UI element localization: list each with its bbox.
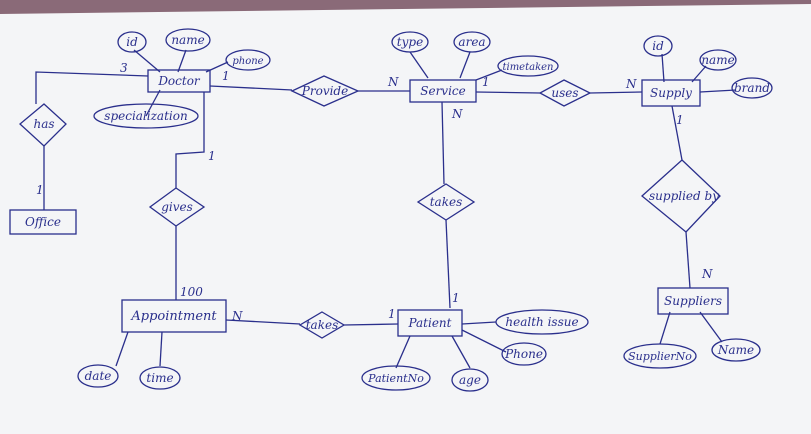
attribute-patient-health-issue: health issue: [495, 309, 589, 335]
attribute-patient-patientno-label: PatientNo: [367, 372, 424, 385]
attribute-doctor-name: name: [165, 28, 211, 52]
attribute-doctor-specialization: specialization: [93, 103, 199, 129]
relationship-supplied-by-label: supplied by: [649, 189, 719, 203]
attribute-patient-phone: Phone: [501, 342, 547, 366]
relationship-provide-label: Provide: [301, 84, 348, 98]
attribute-service-type-label: type: [397, 35, 423, 49]
relationship-gives: gives: [148, 187, 206, 227]
relationship-has-label: has: [33, 117, 54, 131]
entity-office: Office: [9, 209, 77, 235]
attribute-doctor-id-label: id: [126, 35, 138, 49]
attribute-appointment-time: time: [139, 366, 181, 390]
entity-service-label: Service: [420, 84, 466, 98]
attribute-patient-phone-label: Phone: [504, 347, 543, 361]
cardinality-supply-suppliedby: 1: [676, 113, 684, 127]
cardinality-suppliers-suppliedby: N: [701, 267, 713, 281]
cardinality-service-provide: N: [387, 75, 399, 89]
cardinality-service-uses: 1: [482, 75, 490, 89]
attribute-patient-age-label: age: [459, 373, 481, 387]
entity-service: Service: [409, 79, 477, 103]
attribute-doctor-id: id: [117, 31, 147, 53]
entity-office-label: Office: [25, 215, 61, 229]
cardinality-patient-service: 1: [452, 291, 460, 305]
attribute-doctor-phone: phone: [225, 49, 271, 71]
relationship-uses-label: uses: [551, 86, 578, 100]
attribute-doctor-specialization-label: specialization: [104, 109, 187, 123]
attribute-suppliers-name: Name: [711, 338, 761, 362]
attribute-patient-age: age: [451, 368, 489, 392]
cardinality-appointment-takes: N: [231, 309, 243, 323]
attribute-supply-brand-label: brand: [734, 81, 770, 95]
relationship-takes-appointment: takes: [298, 311, 346, 339]
attribute-doctor-phone-label: phone: [232, 56, 263, 67]
relationship-uses: uses: [538, 79, 592, 107]
entity-appointment: Appointment: [121, 299, 227, 333]
attribute-patient-patientno: PatientNo: [361, 365, 431, 391]
attribute-appointment-date: date: [77, 364, 119, 388]
entity-patient: Patient: [397, 309, 463, 337]
attribute-service-type: type: [391, 31, 429, 53]
cardinality-patient-takes: 1: [388, 307, 396, 321]
relationship-has: has: [19, 103, 67, 147]
attribute-service-timetaken-label: timetaken: [502, 62, 553, 73]
cardinality-doctor-gives: 1: [208, 149, 216, 163]
cardinality-office-has: 1: [36, 183, 44, 197]
attribute-supply-name-label: name: [701, 53, 734, 67]
entity-supply-label: Supply: [650, 86, 692, 100]
relationship-provide: Provide: [290, 75, 360, 107]
attribute-supply-brand: brand: [731, 77, 773, 99]
entity-appointment-label: Appointment: [130, 309, 217, 324]
cardinality-markers: 3 1 1 N 1 N N 1 100 1 N N 1 1: [36, 61, 713, 323]
relationship-takes-service-label: takes: [430, 195, 463, 209]
entity-patient-label: Patient: [407, 316, 451, 330]
cardinality-supply-uses: N: [625, 77, 637, 91]
attribute-suppliers-supplierno: SupplierNo: [623, 343, 697, 369]
relationship-gives-label: gives: [161, 200, 193, 214]
attribute-service-area: area: [453, 31, 491, 53]
attribute-appointment-time-label: time: [146, 371, 173, 385]
entity-suppliers: Suppliers: [657, 287, 729, 315]
entity-doctor-label: Doctor: [157, 74, 201, 88]
cardinality-appointment-gives: 100: [180, 285, 203, 299]
attribute-suppliers-name-label: Name: [717, 343, 754, 357]
paper-sheet: [0, 4, 811, 434]
entity-doctor: Doctor: [147, 69, 211, 93]
attribute-supply-id-label: id: [652, 39, 664, 53]
cardinality-doctor-has: 3: [120, 61, 128, 75]
entity-suppliers-label: Suppliers: [664, 294, 722, 308]
cardinality-service-takes: N: [451, 107, 463, 121]
attribute-supply-name: name: [699, 49, 737, 71]
entity-supply: Supply: [641, 79, 701, 107]
attribute-supply-id: id: [643, 35, 673, 57]
attribute-doctor-name-label: name: [171, 33, 204, 47]
relationship-takes-service: takes: [416, 183, 476, 221]
connector-lines: [35, 49, 737, 369]
relationship-supplied-by: supplied by: [641, 159, 721, 233]
attribute-suppliers-supplierno-label: SupplierNo: [628, 350, 692, 363]
cardinality-doctor-provide: 1: [222, 69, 230, 83]
attribute-service-timetaken: timetaken: [497, 55, 559, 77]
attribute-service-area-label: area: [458, 35, 485, 49]
attribute-patient-health-issue-label: health issue: [505, 315, 578, 329]
relationship-takes-appointment-label: takes: [306, 318, 339, 332]
attribute-appointment-date-label: date: [85, 369, 112, 383]
